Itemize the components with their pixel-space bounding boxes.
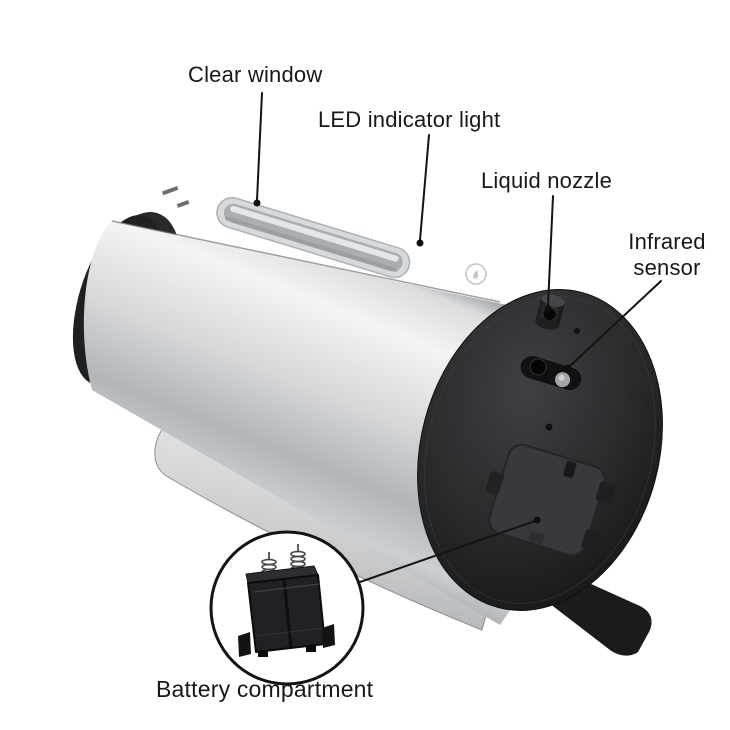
liquid-nozzle-label: Liquid nozzle: [481, 168, 613, 193]
callout-dot-infrared: [564, 364, 572, 372]
liquid-nozzle: [535, 294, 565, 330]
infrared-sensor-label-line1: Infrared: [628, 229, 706, 254]
infrared-sensor-label-line2: sensor: [633, 254, 701, 280]
callout-line-nozzle: [547, 195, 554, 307]
callout-line-led: [419, 134, 430, 241]
callout-dot-nozzle: [544, 305, 552, 313]
battery-inset: [209, 530, 365, 686]
callout-dot-led: [416, 239, 424, 247]
led-indicator-label: LED indicator light: [318, 107, 501, 132]
callout-dots: [253, 199, 572, 524]
infrared-sensor: [519, 354, 583, 392]
callout-line-battery: [359, 520, 536, 583]
infrared-sensor-label: Infrared sensor: [612, 229, 722, 281]
face-screw-dot: [574, 328, 580, 334]
battery-holder: [238, 544, 335, 657]
battery-cover-screw: [545, 423, 553, 431]
clear-window-strip: [216, 196, 411, 279]
clear-window-label: Clear window: [188, 62, 323, 87]
callout-dot-battery: [533, 516, 541, 524]
callout-line-infrared: [569, 280, 662, 367]
callout-lines: [256, 92, 662, 583]
hand-sensor-logo-icon: [465, 263, 487, 285]
brand-marks: [161, 186, 190, 208]
callout-line-clear-window: [256, 92, 263, 201]
face-rim-highlight: [424, 296, 656, 604]
callout-dot-clear-window: [253, 199, 261, 207]
battery-compartment-label: Battery compartment: [156, 676, 374, 702]
mounting-plate: [154, 424, 496, 631]
